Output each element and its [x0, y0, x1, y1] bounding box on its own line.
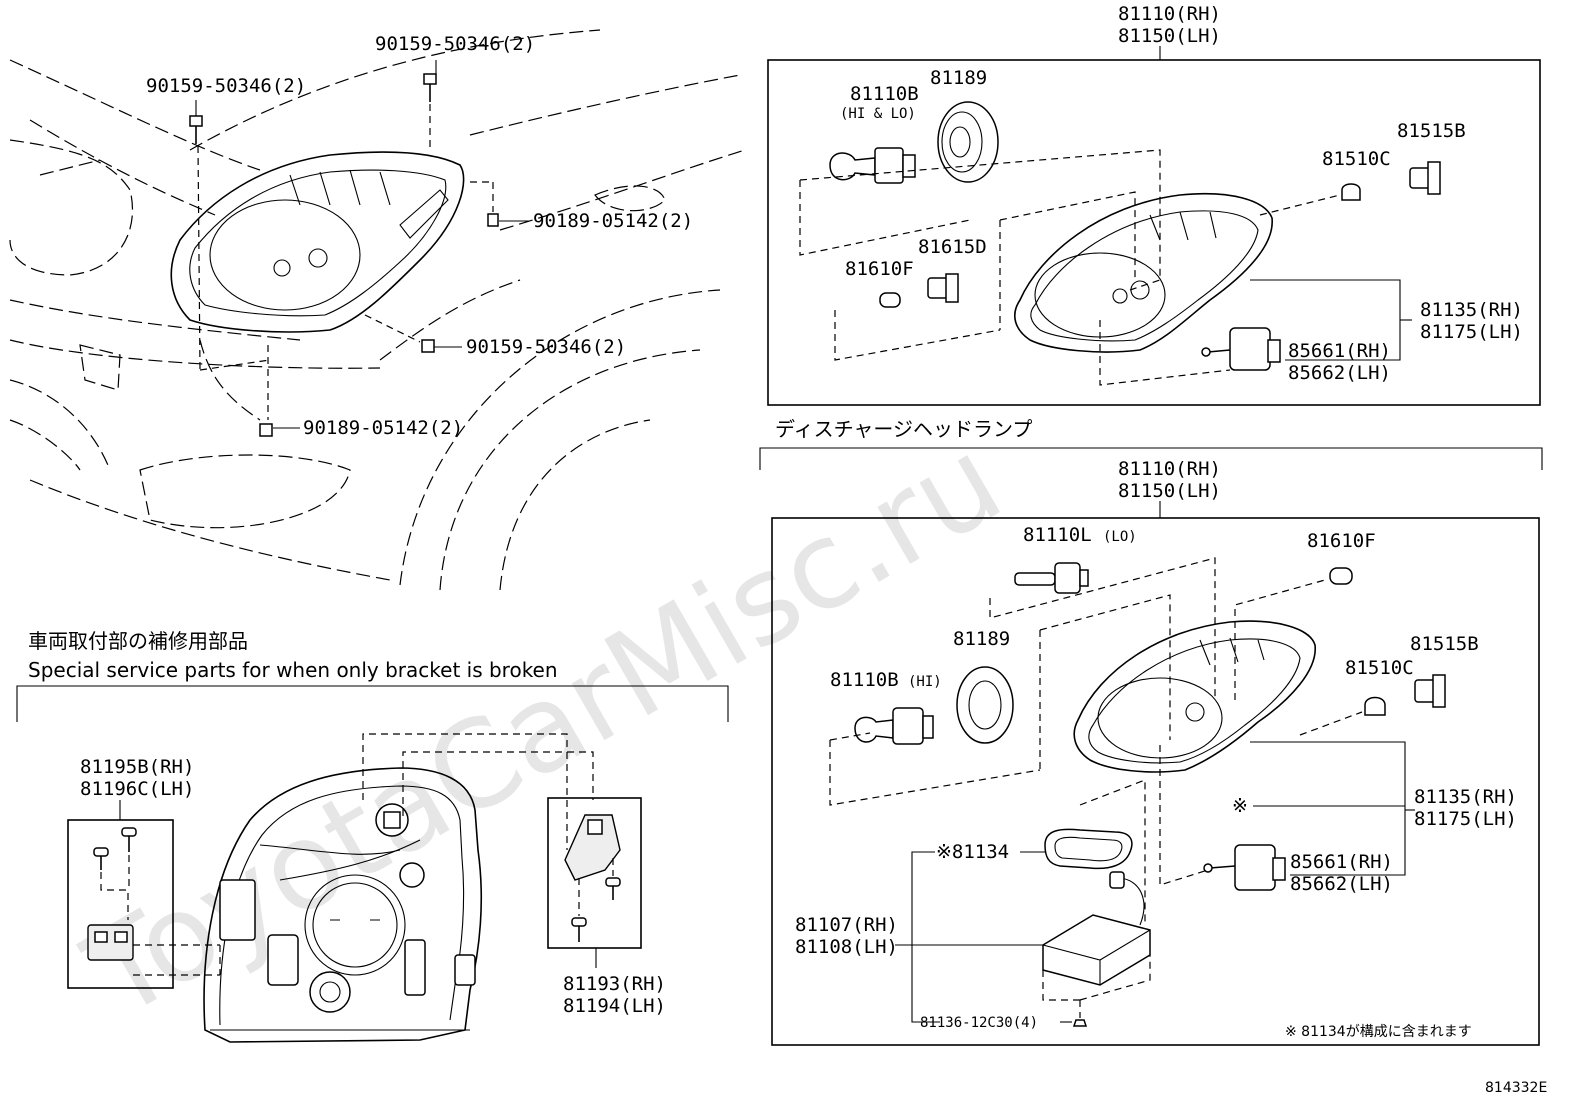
label-socket-small-a: 81615D [918, 236, 987, 258]
ballast-icon [1042, 871, 1151, 986]
headlamp-rear-view-icon [203, 767, 483, 1043]
label-housing-mark: ※ [1232, 795, 1248, 817]
bracket-title-jp: 車両取付部の補修用部品 [28, 629, 248, 653]
label-bolt-bottom: 90159-50346(2) [466, 336, 626, 358]
clip-icon [259, 345, 273, 437]
label-discharge-bulb-small-b: 81510C [1345, 657, 1414, 679]
kit-lower-box [547, 797, 642, 949]
halogen-frame [767, 59, 1541, 406]
socket-icon [1409, 161, 1441, 195]
label-screw: 81136-12C30(4) [920, 1015, 1038, 1031]
bolt-icon [189, 115, 271, 371]
label-discharge-housing-rh: 81135(RH) [1414, 786, 1517, 808]
small-bulb-icon [1364, 696, 1386, 716]
headlamp-housing-icon [1014, 192, 1273, 353]
screw-icon [605, 877, 621, 900]
label-actuator-rh: 85661(RH) [1288, 340, 1391, 362]
label-bulb-hilo-note: (HI & LO) [840, 106, 916, 122]
label-discharge-cover: 81189 [953, 628, 1010, 650]
clip-icon [470, 181, 499, 227]
label-discharge-bulb-small-a: 81610F [1307, 530, 1376, 552]
footnote: ※ 81134が構成に含まれます [1285, 1024, 1472, 1040]
bracket-piece-icon [564, 814, 621, 881]
cover-ring-icon [956, 666, 1014, 744]
label-socket-small-b: 81515B [1397, 120, 1466, 142]
label-halogen-assembly-rh: 81110(RH) [1118, 3, 1221, 25]
label-bolt-top: 90159-50346(2) [375, 33, 535, 55]
halogen-bulb-icon [829, 147, 916, 184]
label-ballast-rh: 81107(RH) [795, 914, 898, 936]
hid-bulb-icon [1014, 562, 1089, 594]
socket-icon [927, 273, 959, 303]
vehicle-front-view [9, 29, 746, 591]
small-bulb-icon [879, 292, 901, 308]
label-discharge-actuator-lh: 85662(LH) [1290, 873, 1393, 895]
halogen-bulb-icon [854, 707, 934, 745]
small-bulb-icon [1341, 183, 1361, 201]
label-kit-upper-lh: 81196C(LH) [80, 778, 194, 800]
screw-icon [93, 847, 109, 870]
label-halogen-assembly-lh: 81150(LH) [1118, 25, 1221, 47]
discharge-frame [771, 517, 1540, 1046]
discharge-headlamp-group: ディスチャージヘッドランプ 81110(RH) 81150(LH) [759, 417, 1543, 1046]
leveling-actuator-icon [1203, 844, 1286, 891]
label-hid-bulb-lo: 81110L [1023, 524, 1092, 546]
label-discharge-bulb-hi-note: (HI) [908, 674, 942, 690]
label-kit-upper-rh: 81195B(RH) [80, 756, 194, 778]
bracket-repair-group: 車両取付部の補修用部品 Special service parts for wh… [16, 629, 729, 1043]
label-housing-rh: 81135(RH) [1420, 299, 1523, 321]
label-kit-lower-rh: 81193(RH) [563, 973, 666, 995]
discharge-title: ディスチャージヘッドランプ [775, 417, 1032, 441]
label-actuator-lh: 85662(LH) [1288, 362, 1391, 384]
label-ballast-lh: 81108(LH) [795, 936, 898, 958]
label-discharge-assembly-rh: 81110(RH) [1118, 458, 1221, 480]
label-bolt-left: 90159-50346(2) [146, 75, 306, 97]
label-bulb-hilo: 81110B [850, 83, 919, 105]
screw-icon [121, 827, 137, 852]
gasket-icon [1044, 828, 1133, 870]
bolt-icon [423, 73, 437, 150]
label-clip-bottom: 90189-05142(2) [303, 417, 463, 439]
diagram-code: 814332E [1485, 1080, 1547, 1096]
label-kit-lower-lh: 81194(LH) [563, 995, 666, 1017]
leveling-actuator-icon [1201, 327, 1281, 371]
label-gasket: ※81134 [936, 841, 1009, 863]
label-bulb-small-a: 81610F [845, 258, 914, 280]
label-discharge-bulb-hi: 81110B [830, 669, 899, 691]
label-discharge-assembly-lh: 81150(LH) [1118, 480, 1221, 502]
label-discharge-housing-lh: 81175(LH) [1414, 808, 1517, 830]
label-discharge-actuator-rh: 85661(RH) [1290, 851, 1393, 873]
screw-icon [1072, 1000, 1088, 1027]
bracket-piece-icon [87, 924, 134, 961]
kit-upper-box [67, 819, 174, 989]
small-bulb-icon [1329, 567, 1353, 585]
bracket-title-en: Special service parts for when only brac… [28, 658, 558, 682]
label-housing-lh: 81175(LH) [1420, 321, 1523, 343]
halogen-headlamp-group: 81110(RH) 81150(LH) [767, 3, 1541, 406]
label-bulb-small-b: 81510C [1322, 148, 1391, 170]
cover-ring-icon [937, 101, 999, 183]
headlamp-housing-icon [1073, 620, 1316, 773]
label-hid-bulb-lo-note: (LO) [1103, 529, 1137, 545]
screw-icon [571, 917, 587, 942]
label-discharge-socket-small-b: 81515B [1410, 633, 1479, 655]
label-clip-right: 90189-05142(2) [533, 210, 693, 232]
socket-icon [1414, 674, 1446, 708]
bolt-icon [364, 314, 435, 353]
label-cover: 81189 [930, 67, 987, 89]
